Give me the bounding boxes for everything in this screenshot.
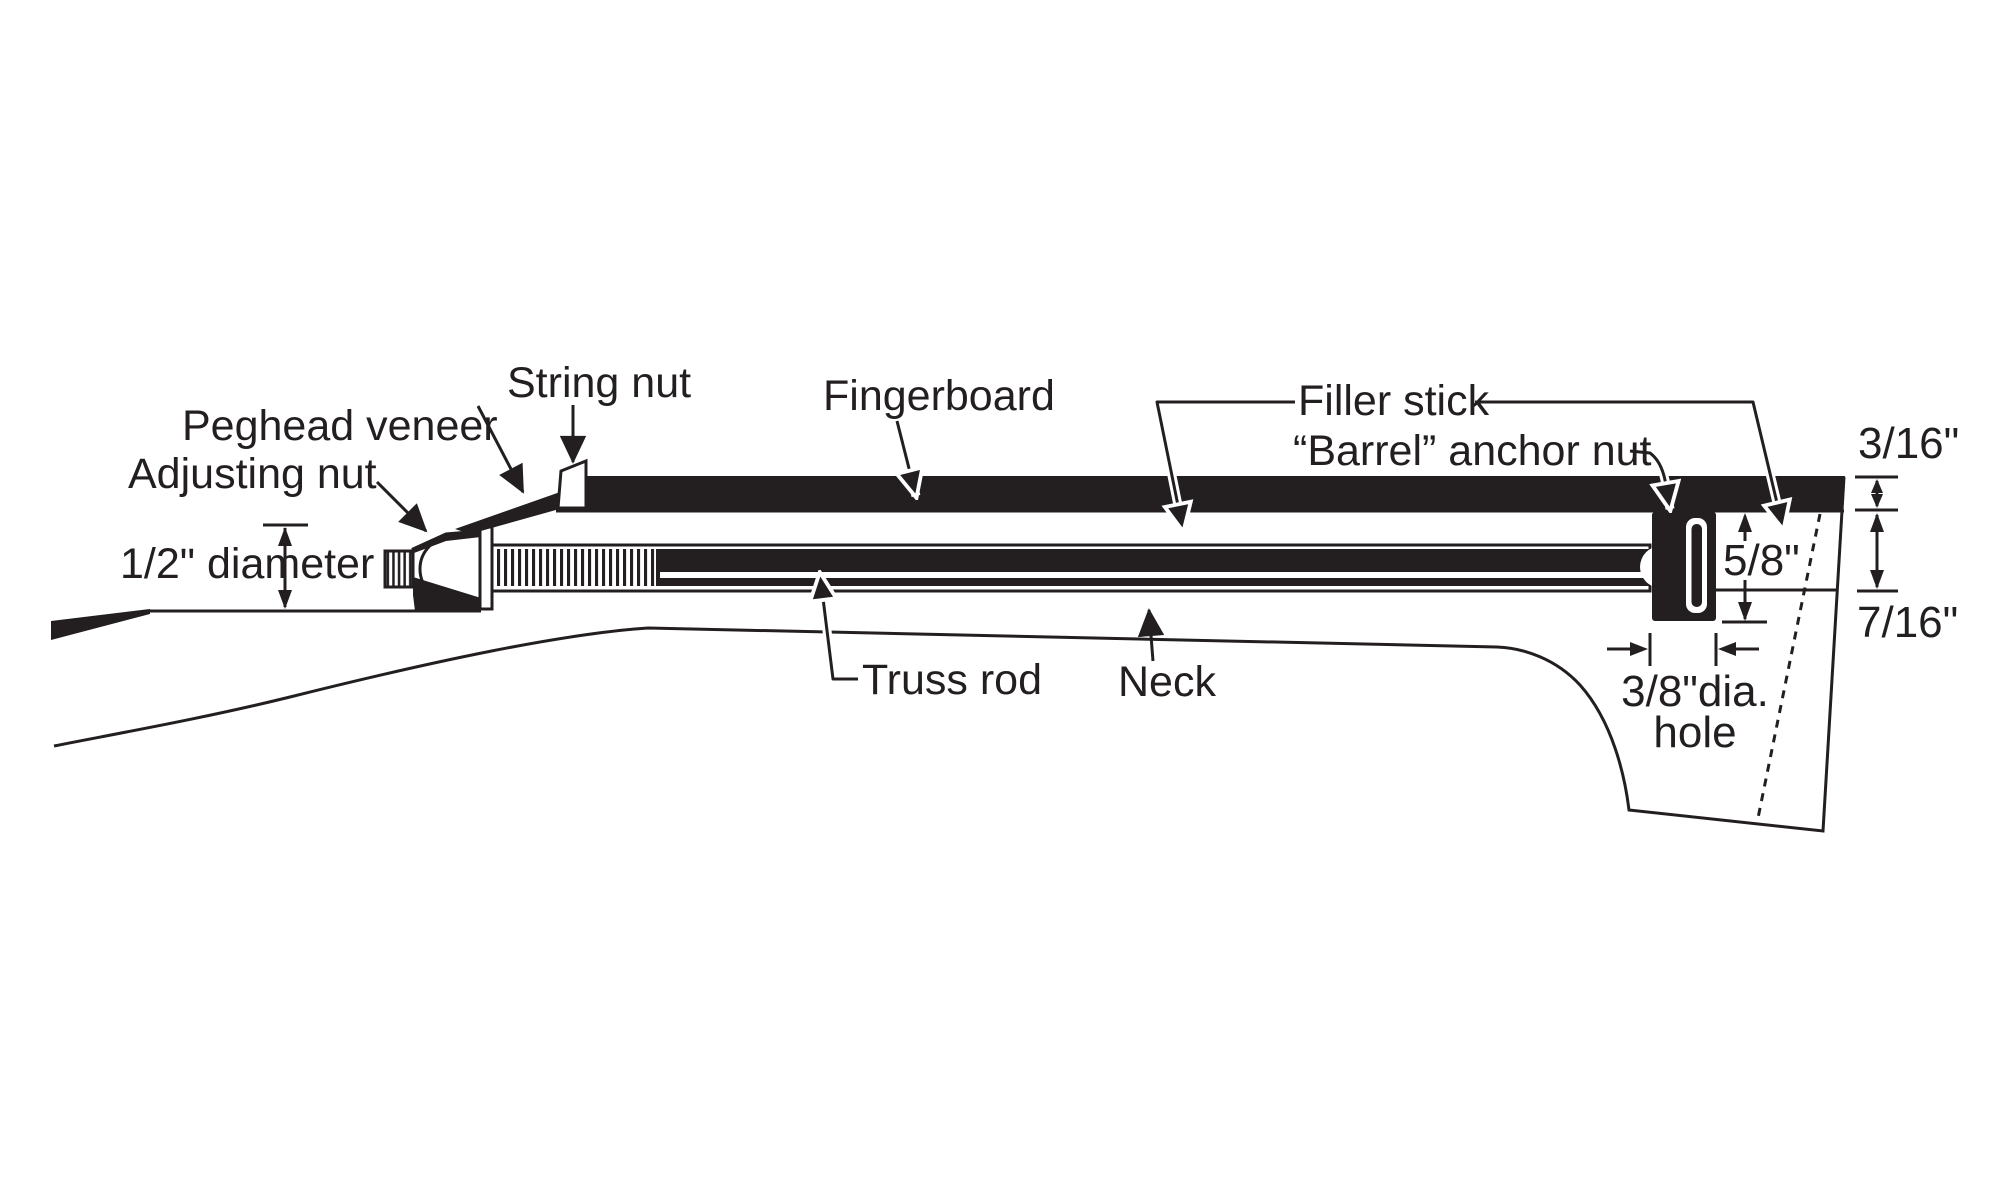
dimension-right-stack: 3/16" 7/16" [1855, 419, 1959, 647]
barrel-anchor-nut-label: “Barrel” anchor nut [1293, 427, 1652, 475]
fingerboard-label: Fingerboard [823, 372, 1055, 420]
dim-arrow-up [278, 527, 292, 546]
hole-arrow-right-head [1718, 642, 1736, 656]
peghead-veneer-leader [476, 405, 525, 494]
adjusting-nut-label: Adjusting nut [128, 450, 377, 498]
neck-profile-curve [53, 476, 1846, 833]
nut-top-shade [414, 531, 481, 553]
string-nut-label: String nut [507, 359, 691, 407]
barrel-nut-leader [1629, 449, 1670, 509]
adjusting-nut-assembly [383, 491, 563, 611]
arrow-58-up [1738, 513, 1752, 532]
arrow-716-down [1870, 570, 1884, 589]
arrow-316-up [1871, 479, 1883, 493]
adjusting-nut-leader [375, 480, 428, 533]
arrow-716-up [1870, 513, 1884, 532]
part-labels: Peghead veneer Adjusting nut String nut … [128, 359, 1652, 706]
truss-rod-label: Truss rod [862, 656, 1042, 704]
dimension-hole: 3/8"dia. hole [1607, 633, 1769, 757]
dim-arrow-down [278, 590, 292, 609]
heel-dotted-line [1756, 513, 1822, 819]
fingerboard-shape [585, 476, 1845, 510]
dim-716-label: 7/16" [1857, 598, 1958, 647]
rod-highlight-line [660, 572, 1648, 578]
peghead-back-wedge [51, 609, 150, 640]
peghead-veneer-shape [455, 491, 563, 534]
neck-outline [51, 476, 1846, 833]
barrel-slot-core [1691, 524, 1702, 607]
truss-rod-assembly [490, 512, 1716, 621]
fingerboard-leader [897, 420, 916, 496]
dimension-half-inch: 1/2" diameter [120, 523, 374, 609]
hole-dia-label-line2: hole [1653, 708, 1736, 757]
neck-label: Neck [1118, 658, 1216, 706]
filler-stick-label: Filler stick [1298, 377, 1490, 425]
arrow-58-down [1738, 602, 1752, 621]
string-nut-shape [556, 458, 588, 510]
rod-left-stub [383, 549, 415, 589]
nut-front-arc [418, 535, 453, 603]
dimension-five-eighths: 5/8" [1722, 513, 1800, 624]
filler-left-leader [1155, 400, 1295, 530]
washer-flange [478, 525, 494, 611]
arrow-316-down [1871, 494, 1883, 508]
dim-58-label: 5/8" [1723, 536, 1800, 585]
filler-right-leader [1475, 400, 1783, 528]
half-diameter-label: 1/2" diameter [120, 540, 374, 588]
peghead-veneer-label: Peghead veneer [182, 402, 498, 450]
dim-316-label: 3/16" [1858, 419, 1959, 468]
neck-leader [1137, 608, 1165, 662]
hole-arrow-left-head [1630, 642, 1648, 656]
truss-rod-shape [495, 549, 1650, 586]
rod-threaded-section [495, 549, 656, 586]
truss-rod-leader [820, 574, 858, 681]
leader-lines [375, 397, 1783, 684]
hole-dia-label-line1: 3/8"dia. [1621, 667, 1769, 716]
